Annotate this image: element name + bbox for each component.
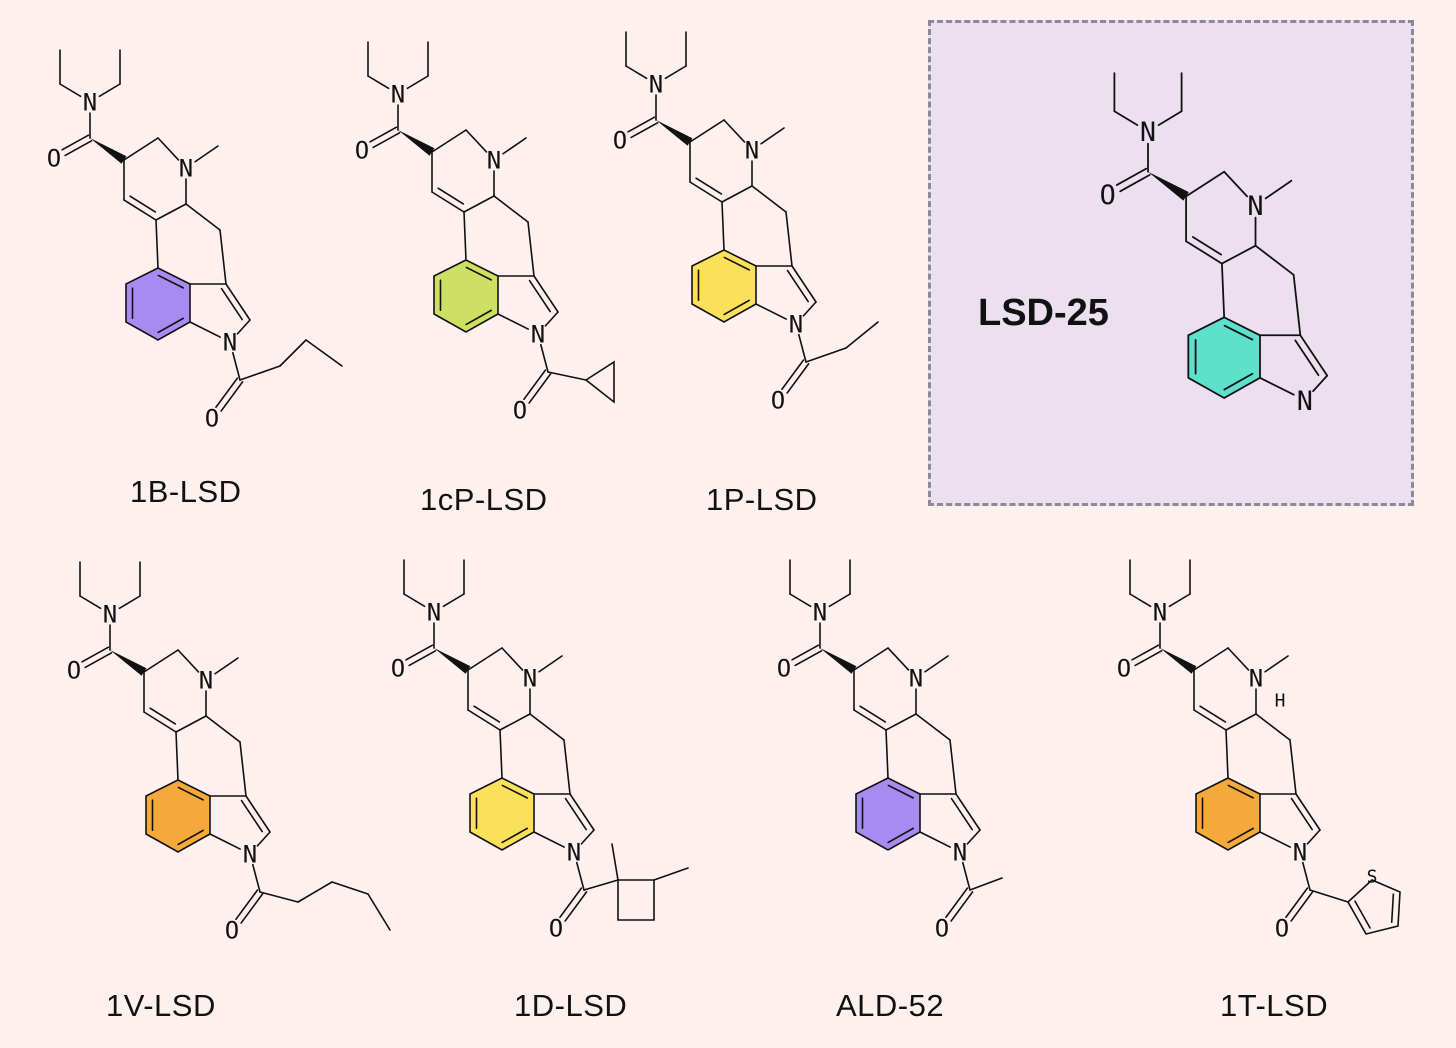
aromatic-ring xyxy=(1195,777,1261,851)
oxygen-atom: O xyxy=(513,397,527,425)
oxygen-atom: O xyxy=(613,127,627,155)
sulfur-atom: S xyxy=(1367,866,1378,887)
caption-ald-52: ALD-52 xyxy=(836,988,945,1023)
nitrogen-atom: N xyxy=(1247,191,1263,222)
nitrogen-atom: N xyxy=(427,599,441,627)
nitrogen-atom: N xyxy=(487,147,501,175)
oxygen-atom: O xyxy=(355,137,369,165)
oxygen-atom: O xyxy=(549,915,563,943)
oxygen-atom: O xyxy=(1100,180,1116,211)
caption-1p-lsd: 1P-LSD xyxy=(706,482,818,517)
nitrogen-atom: N xyxy=(745,137,759,165)
caption-1t-lsd: 1T-LSD xyxy=(1220,988,1329,1023)
caption-1v-lsd: 1V-LSD xyxy=(106,988,216,1023)
nitrogen-atom: N xyxy=(223,329,237,357)
oxygen-atom: O xyxy=(1117,655,1131,683)
nitrogen-atom: N xyxy=(909,665,923,693)
aromatic-ring xyxy=(145,779,211,853)
aromatic-ring xyxy=(1187,316,1261,400)
nitrogen-atom: N xyxy=(199,667,213,695)
nitrogen-atom: N xyxy=(649,71,663,99)
aromatic-ring xyxy=(855,777,921,851)
nitrogen-atom: N xyxy=(1297,386,1313,417)
nitrogen-atom: N xyxy=(391,81,405,109)
oxygen-atom: O xyxy=(771,387,785,415)
featured-box xyxy=(928,20,1414,506)
featured-title: LSD-25 xyxy=(978,292,1109,334)
nitrogen-atom: N xyxy=(567,839,581,867)
aromatic-ring xyxy=(469,777,535,851)
nitrogen-atom: N xyxy=(1153,599,1167,627)
oxygen-atom: O xyxy=(391,655,405,683)
nitrogen-atom: N xyxy=(531,321,545,349)
aromatic-ring xyxy=(433,259,499,333)
oxygen-atom: O xyxy=(225,917,239,945)
oxygen-atom: O xyxy=(47,145,61,173)
oxygen-atom: O xyxy=(1275,915,1289,943)
nitrogen-atom: N xyxy=(523,665,537,693)
nitrogen-atom: N xyxy=(83,89,97,117)
caption-1b-lsd: 1B-LSD xyxy=(130,474,242,509)
nitrogen-atom: N xyxy=(1293,839,1307,867)
nitrogen-atom: N xyxy=(179,155,193,183)
nitrogen-atom: N xyxy=(789,311,803,339)
oxygen-atom: O xyxy=(777,655,791,683)
nitrogen-atom: N xyxy=(1140,117,1156,148)
nitrogen-atom: N xyxy=(813,599,827,627)
oxygen-atom: O xyxy=(935,915,949,943)
aromatic-ring xyxy=(691,249,757,323)
nitrogen-atom: N xyxy=(103,601,117,629)
oxygen-atom: O xyxy=(67,657,81,685)
oxygen-atom: O xyxy=(205,405,219,433)
structure-lsd-25: N O N N xyxy=(1100,72,1329,417)
nitrogen-atom: N xyxy=(953,839,967,867)
nitrogen-atom: N xyxy=(1249,665,1263,693)
caption-1d-lsd: 1D-LSD xyxy=(514,988,628,1023)
nitrogen-atom: N xyxy=(243,841,257,869)
aromatic-ring xyxy=(125,267,191,341)
hydrogen-atom: H xyxy=(1275,690,1286,711)
caption-1cp-lsd: 1cP-LSD xyxy=(420,482,548,517)
